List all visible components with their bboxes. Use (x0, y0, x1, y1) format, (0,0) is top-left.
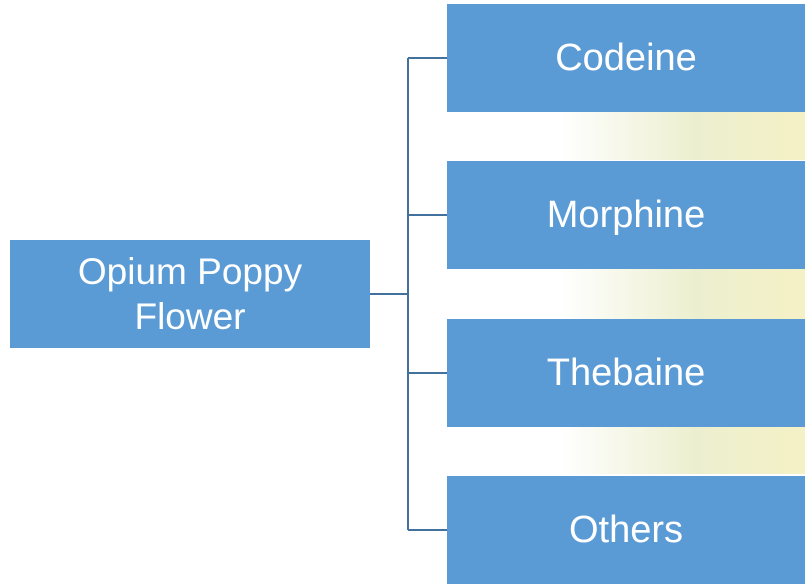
child-node-label: Codeine (555, 36, 697, 79)
child-node-label: Morphine (546, 193, 706, 236)
background-image-band-3 (560, 426, 805, 474)
root-node-label-line2: Flower (134, 296, 246, 337)
child-node-others: Others (447, 476, 805, 584)
child-node-label: Others (568, 508, 684, 551)
background-image-band-2 (560, 268, 805, 320)
root-node-label-line1: Opium Poppy (77, 250, 303, 292)
child-node-thebaine: Thebaine (447, 319, 805, 427)
root-node-opium-poppy-flower: Opium Poppy Flower (10, 240, 370, 348)
child-node-label: Thebaine (546, 351, 706, 394)
child-node-morphine: Morphine (447, 161, 805, 269)
background-image-band-1 (560, 112, 805, 160)
child-node-codeine: Codeine (447, 4, 805, 112)
